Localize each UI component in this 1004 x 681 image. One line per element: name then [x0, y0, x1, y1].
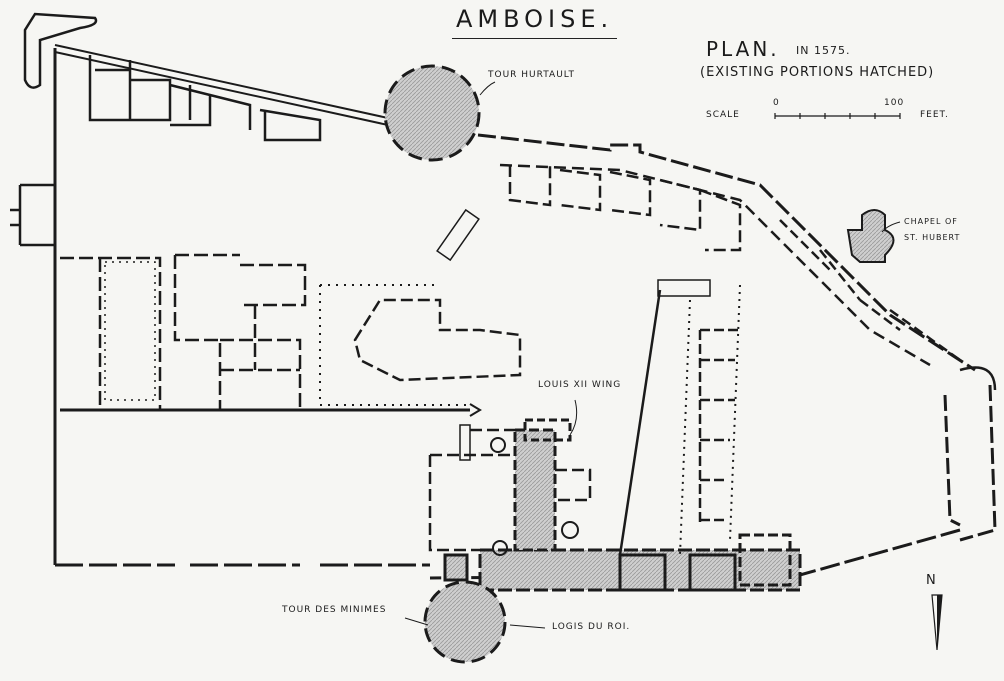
north-east-range [477, 133, 976, 372]
north-wall [54, 44, 389, 126]
northwest-rooms [88, 55, 322, 142]
east-range [943, 384, 997, 542]
stair-central [657, 279, 711, 297]
scale-end: 100 [884, 98, 905, 108]
north-label: N [926, 573, 937, 588]
label-chapel-1: CHAPEL OF [904, 217, 958, 226]
tour-hurtault [383, 64, 481, 162]
label-louis-xii-wing: LOUIS XII WING [538, 380, 622, 390]
west-gate [10, 183, 55, 247]
scale-start: 0 [773, 98, 780, 108]
louis-xii-wing [513, 428, 557, 552]
label-tour-des-minimes: TOUR DES MINIMES [282, 605, 387, 615]
label-tour-hurtault: TOUR HURTAULT [488, 70, 576, 80]
label-chapel-2: ST. HUBERT [904, 233, 961, 242]
northwest-bastion [23, 12, 98, 89]
scale-label: SCALE [706, 110, 740, 120]
drawing-title: AMBOISE. [452, 5, 618, 39]
north-rooms [508, 165, 742, 252]
plan-label: PLAN. [706, 37, 780, 61]
plan-note: (EXISTING PORTIONS HATCHED) [700, 65, 935, 80]
label-logis-du-roi: LOGIS DU ROI. [552, 622, 631, 632]
inner-wall [618, 289, 662, 556]
chapel-st-hubert [846, 209, 895, 263]
stair-north [436, 208, 480, 262]
west-buildings [60, 253, 307, 410]
scale-bar [774, 113, 901, 119]
plan-year: IN 1575. [796, 44, 851, 57]
scale-unit: FEET. [920, 110, 949, 120]
central-court [319, 284, 470, 406]
tour-des-minimes [423, 580, 507, 664]
